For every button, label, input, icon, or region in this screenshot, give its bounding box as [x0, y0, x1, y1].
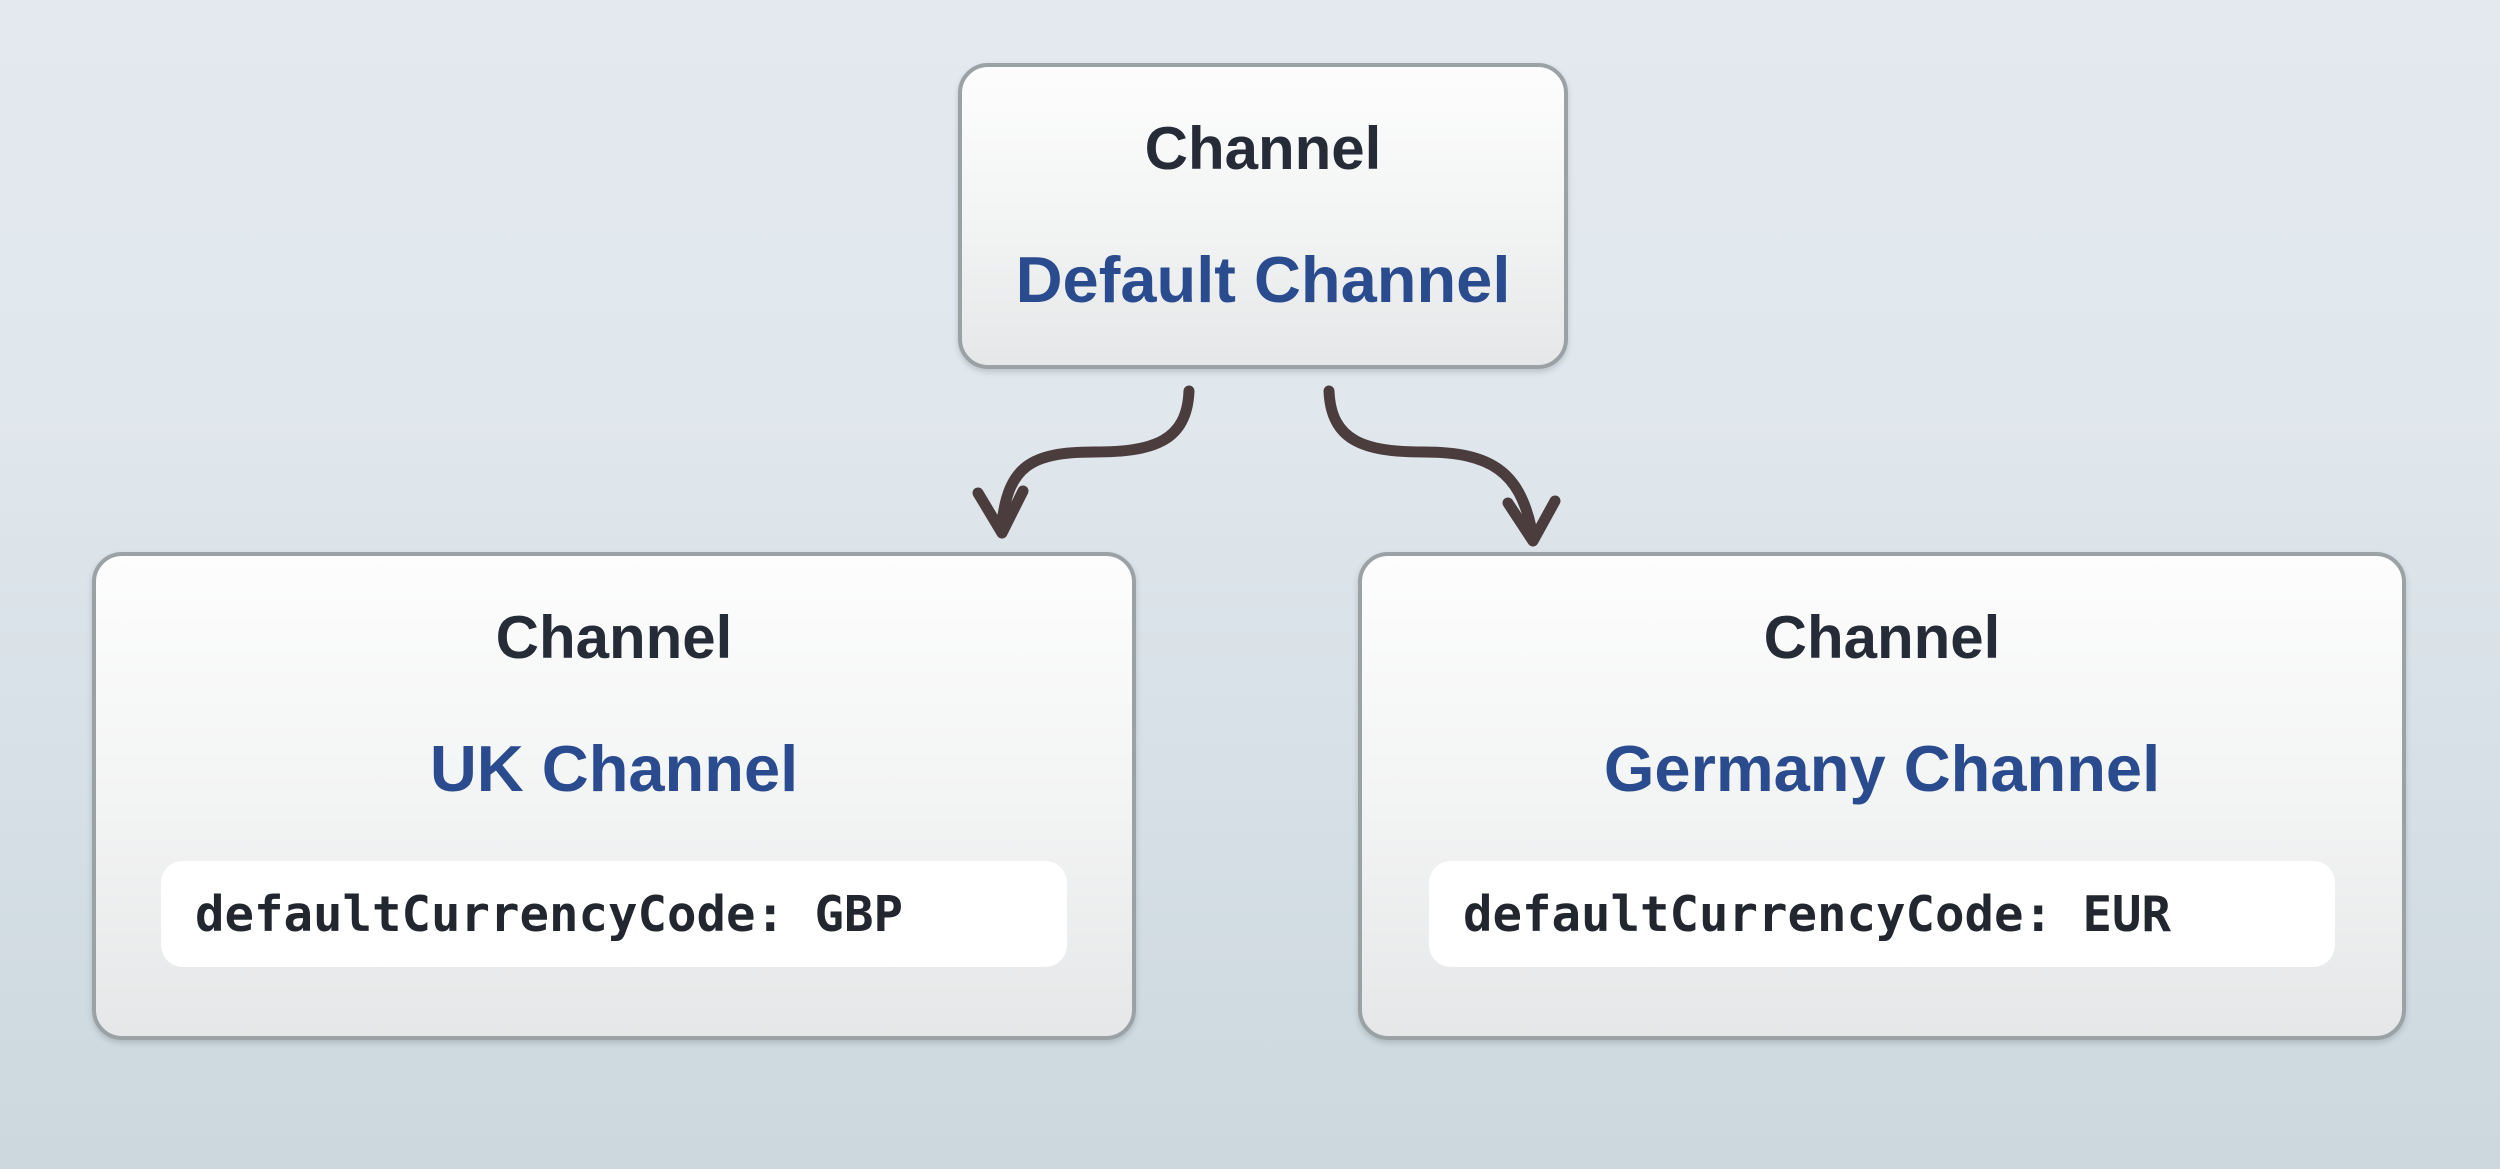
node-type-label: Channel [1763, 604, 2001, 671]
node-name-label: UK Channel [429, 732, 799, 805]
channel-node-uk: Channel UK Channel defaultCurrencyCode: … [92, 552, 1136, 1040]
channel-node-germany: Channel Germany Channel defaultCurrencyC… [1358, 552, 2406, 1040]
currency-code-badge: defaultCurrencyCode: EUR [1429, 861, 2335, 967]
currency-code-badge: defaultCurrencyCode: GBP [161, 861, 1067, 967]
node-type-label: Channel [1144, 115, 1382, 182]
arrow-default-to-uk [972, 385, 1195, 539]
node-name-label: Germany Channel [1603, 732, 2161, 805]
node-type-label: Channel [495, 604, 733, 671]
channel-node-default: Channel Default Channel [958, 63, 1568, 369]
node-name-label: Default Channel [1015, 243, 1511, 316]
arrow-default-to-germany [1323, 385, 1561, 547]
